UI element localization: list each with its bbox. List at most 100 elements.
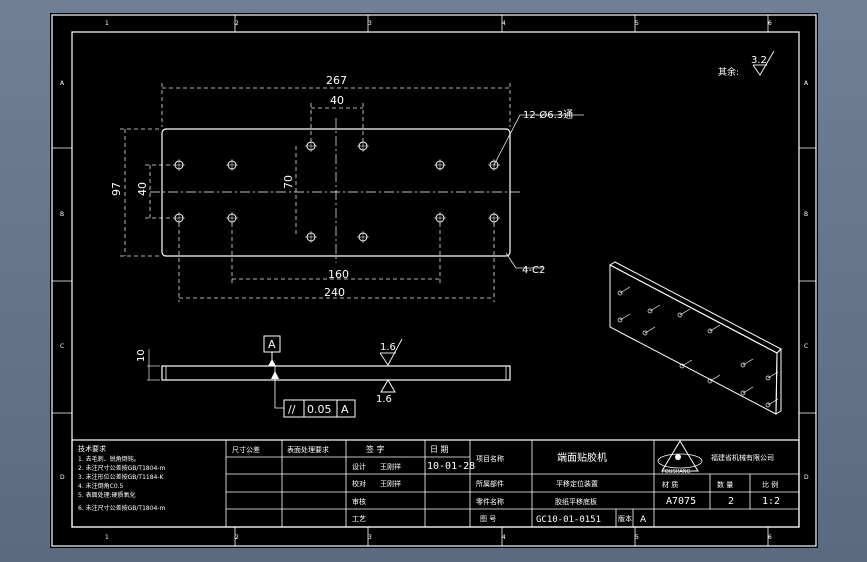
zone-col-2-bottom: 2 — [235, 534, 239, 541]
logo-triangle-icon — [661, 440, 699, 472]
hole — [357, 231, 369, 243]
version-label: 版本 — [618, 514, 632, 523]
title-block — [71, 439, 800, 528]
zone-col-3: 3 — [368, 20, 372, 27]
dim-overall-length: 267 — [326, 74, 347, 87]
iso-top-face — [608, 261, 782, 354]
zone-col-6-bottom: 6 — [768, 534, 772, 541]
outer-border — [51, 14, 817, 547]
dim-vertical-spacing: 70 — [282, 175, 295, 189]
project-label: 项目名称 — [476, 454, 504, 463]
logo-text: FOUSHANG — [662, 469, 691, 475]
hole — [226, 212, 238, 224]
tech-req-line: 6. 未注尺寸公差按GB/T1804-m — [78, 504, 166, 512]
zone-col-5-bottom: 5 — [635, 534, 639, 541]
scale-label: 比 例 — [762, 480, 778, 489]
plan-view: 267 40 12-Ø6.3通 97 40 70 160 240 4-C2 — [110, 74, 584, 302]
part-label: 零件名称 — [476, 497, 504, 506]
surface-treatment-label: 表面处理要求 — [287, 445, 329, 454]
row-check-label: 校对 — [352, 479, 366, 488]
hole — [434, 159, 446, 171]
zone-col-6: 6 — [768, 20, 772, 27]
finish-bottom-value: 1.6 — [376, 394, 392, 405]
zone-col-4: 4 — [502, 20, 506, 27]
surface-finish-label: 其余: — [718, 66, 739, 78]
zone-col-1: 1 — [105, 20, 109, 27]
designer-name: 王刚祥 — [380, 462, 401, 471]
tech-req-title: 技术要求 — [78, 444, 106, 453]
zone-row-b: B — [60, 211, 64, 218]
datum-label: A — [268, 338, 276, 351]
tolerance-symbol: // — [288, 403, 296, 416]
tech-req-line: 1. 去毛刺、锐角倒钝。 — [78, 455, 140, 463]
dim-height: 97 — [110, 182, 123, 196]
material-value: A7075 — [666, 496, 696, 507]
scale-value: 1:2 — [762, 496, 780, 507]
zone-row-a: A — [60, 80, 65, 87]
isometric-view — [608, 261, 782, 415]
hole — [305, 140, 317, 152]
checker-name: 王刚祥 — [380, 479, 401, 488]
drawing-sheet: 1 2 3 4 5 6 1 2 3 4 5 6 A B C D A B C D — [50, 13, 818, 548]
leader-arrow-icon — [271, 371, 279, 379]
hole — [434, 212, 446, 224]
dim-inner-span: 160 — [328, 268, 349, 281]
zone-row-c: C — [60, 343, 64, 350]
design-date: 10-01-28 — [427, 461, 475, 472]
hole — [173, 212, 185, 224]
cad-drawing: 1 2 3 4 5 6 1 2 3 4 5 6 A B C D A B C D — [51, 14, 817, 547]
assembly-label: 所属部件 — [476, 479, 504, 488]
dim-outer-span: 240 — [324, 286, 345, 299]
tolerance-value: 0.05 — [307, 403, 332, 416]
zone-col-3-bottom: 3 — [368, 534, 372, 541]
roughness-top-icon — [379, 338, 403, 366]
hole — [357, 140, 369, 152]
zone-row-c-right: C — [804, 343, 808, 350]
dimension-texts: 267 40 12-Ø6.3通 97 40 70 160 240 4-C2 — [110, 74, 573, 299]
tech-req-line: 5. 表面处理:硬质氧化 — [78, 491, 136, 499]
dimension-lines — [120, 83, 584, 302]
hole — [173, 159, 185, 171]
zone-ticks — [52, 15, 816, 546]
zone-row-d-right: D — [804, 474, 809, 481]
zone-row-a-right: A — [804, 80, 809, 87]
dim-chamfer: 4-C2 — [522, 265, 545, 276]
iso-side-face — [775, 347, 782, 415]
dim-left-spacing: 40 — [136, 182, 149, 196]
qty-value: 2 — [728, 496, 734, 507]
row-design-label: 设计 — [352, 462, 366, 471]
zone-col-4-bottom: 4 — [502, 534, 506, 541]
finish-top-value: 1.6 — [380, 342, 396, 353]
drawing-no-label: 图 号 — [480, 515, 496, 523]
drawing-number: GC10-01-0151 — [536, 515, 601, 525]
side-view: 10 A 1.6 1.6 // 0.05 A — [136, 335, 511, 418]
title-block-texts: 尺寸公差 表面处理要求 签 字 日 期 设计 校对 审核 工艺 王刚祥 王刚祥 … — [232, 444, 780, 525]
hole — [488, 212, 500, 224]
zone-col-5: 5 — [635, 20, 639, 27]
row-review-label: 审核 — [352, 497, 366, 506]
hole — [305, 231, 317, 243]
dim-hole-callout: 12-Ø6.3通 — [523, 109, 573, 121]
edge-profile — [161, 365, 511, 381]
roughness-symbol-icon — [752, 50, 775, 76]
surface-finish-value: 3.2 — [751, 55, 767, 66]
zone-row-d: D — [60, 474, 65, 481]
tolerance-datum: A — [341, 403, 349, 416]
center-lines — [150, 118, 522, 263]
tech-req-line: 2. 未注尺寸公差按GB/T1804-m — [78, 464, 166, 472]
tolerance-frame — [283, 399, 356, 418]
project-name: 端面贴胶机 — [557, 451, 607, 464]
date-header: 日 期 — [430, 445, 449, 454]
tech-req-line: 3. 未注形位公差按GB/T1184-K — [78, 473, 165, 481]
zone-labels: 1 2 3 4 5 6 1 2 3 4 5 6 A B C D A B C D — [60, 20, 809, 541]
roughness-bottom-icon — [380, 379, 396, 393]
hole — [226, 159, 238, 171]
zone-col-1-bottom: 1 — [105, 534, 109, 541]
dim-thickness: 10 — [136, 349, 147, 362]
part-name: 胶纸平移底板 — [555, 497, 597, 506]
tech-requirements: 技术要求 1. 去毛刺、锐角倒钝。 2. 未注尺寸公差按GB/T1804-m 3… — [78, 444, 166, 512]
dim-center-spacing: 40 — [330, 94, 344, 107]
qty-label: 数 量 — [717, 480, 733, 489]
zone-col-2: 2 — [235, 20, 239, 27]
row-process-label: 工艺 — [352, 515, 366, 523]
